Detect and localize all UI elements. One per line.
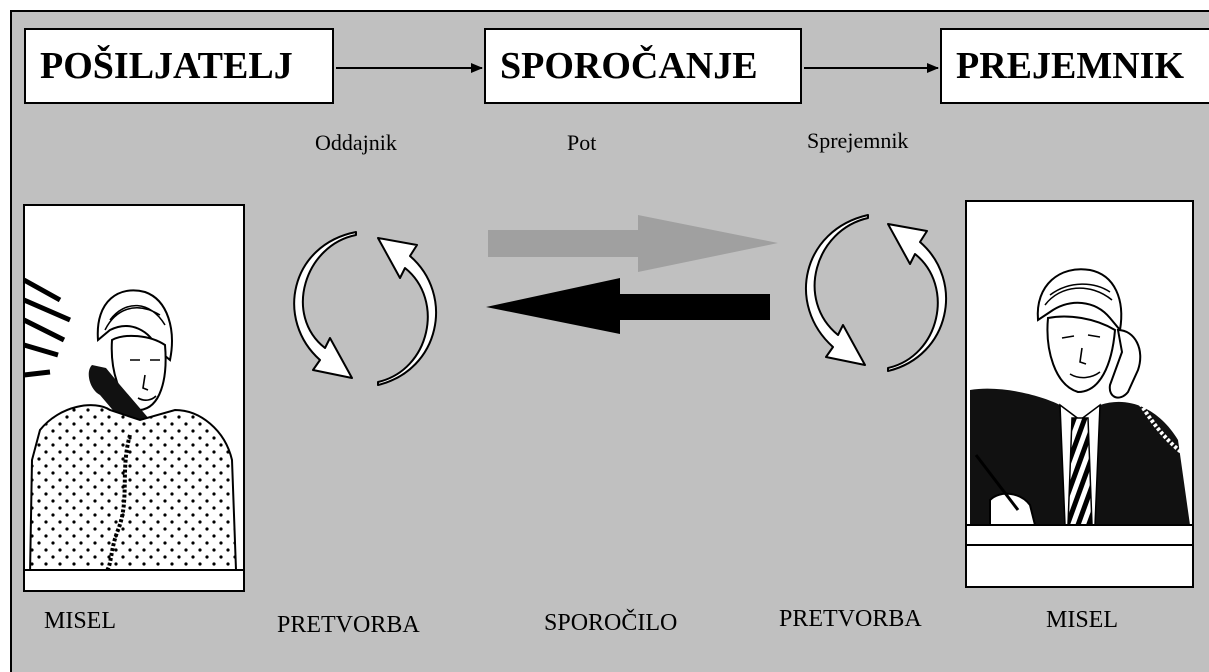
right-thought-label: MISEL [1046, 607, 1118, 633]
receiver-box: PREJEMNIK [940, 28, 1209, 104]
channel-box: SPOROČANJE [484, 28, 802, 104]
feedback-arrow [486, 278, 770, 334]
left-conversion-cycle-icon [293, 231, 438, 386]
left-thought-label: MISEL [44, 608, 116, 634]
right-conversion-cycle-icon [805, 214, 948, 372]
receiver-man-illustration [965, 200, 1194, 588]
forward-message-arrow [488, 215, 778, 272]
receiver-device-label: Sprejemnik [807, 128, 909, 153]
channel-title: SPOROČANJE [500, 45, 758, 87]
message-label: SPOROČILO [544, 610, 678, 636]
left-conversion-label: PRETVORBA [277, 612, 420, 638]
path-label: Pot [567, 130, 597, 155]
right-conversion-label: PRETVORBA [779, 606, 922, 632]
receiver-title: PREJEMNIK [956, 45, 1184, 87]
transmitter-label: Oddajnik [315, 130, 397, 155]
sender-box: POŠILJATELJ [24, 28, 334, 104]
sender-woman-illustration [22, 204, 245, 592]
sender-title: POŠILJATELJ [40, 45, 293, 87]
